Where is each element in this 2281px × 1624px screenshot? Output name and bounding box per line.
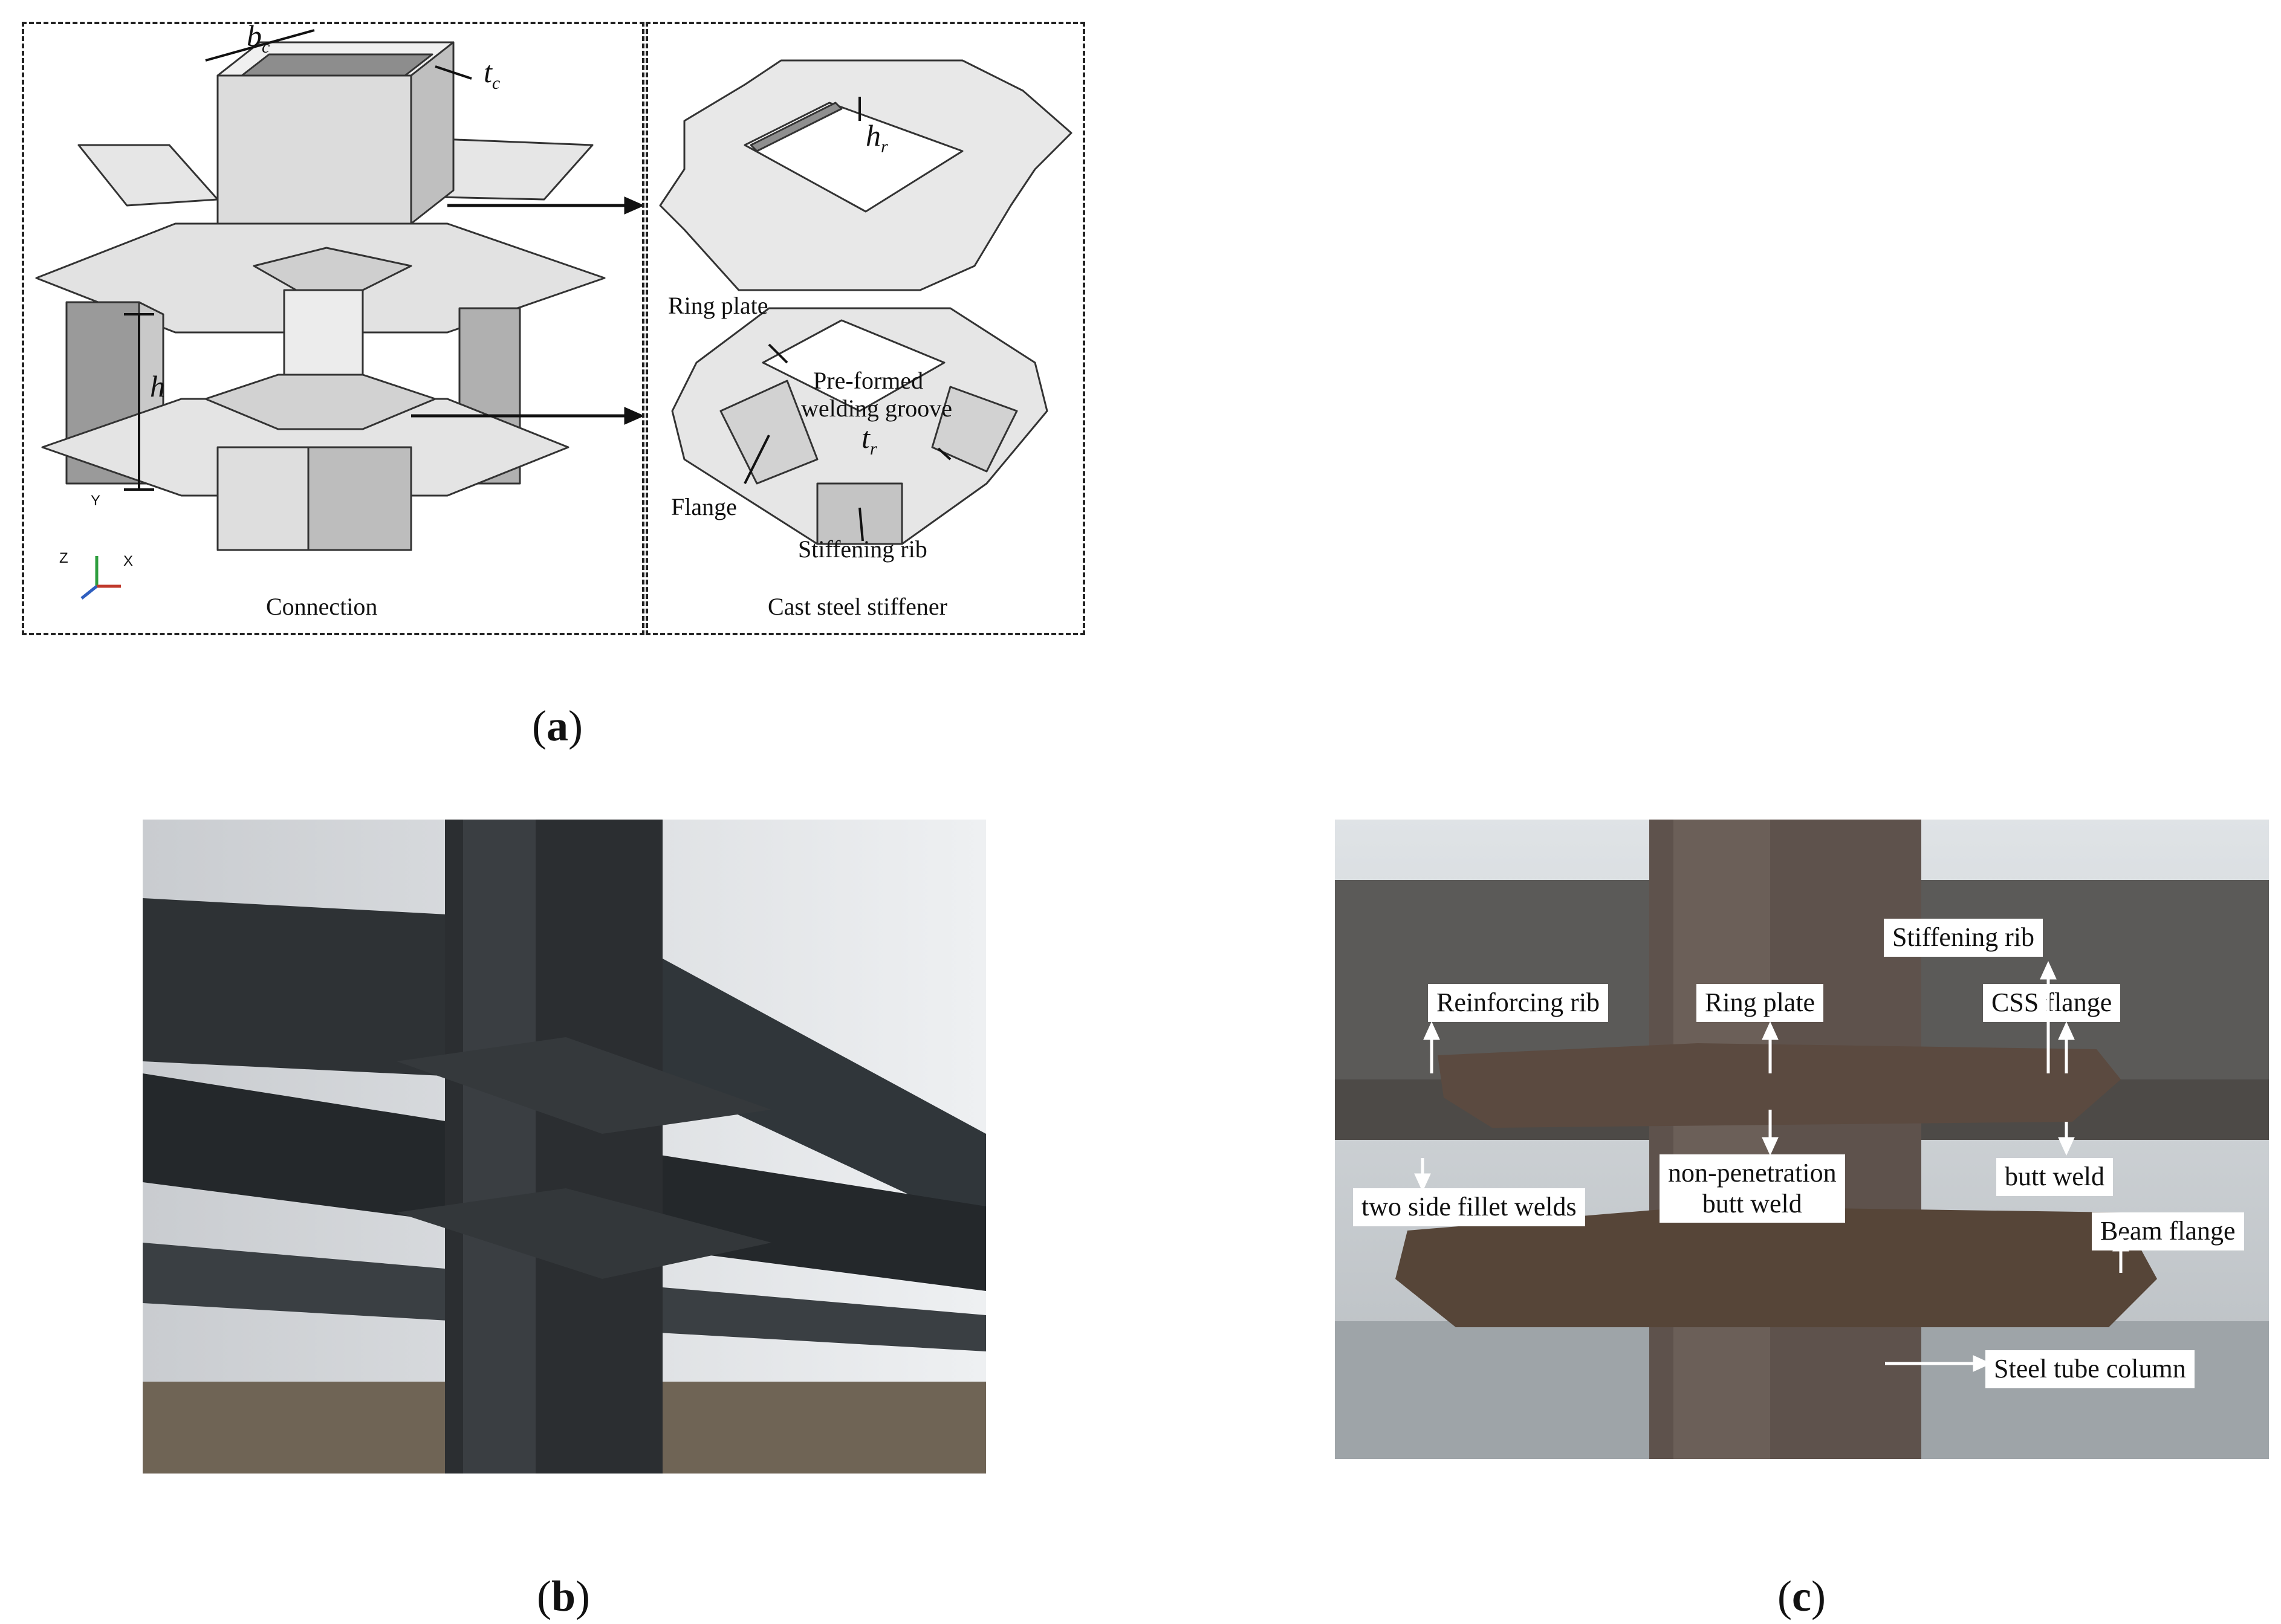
sublabel-b: (b): [537, 1572, 591, 1620]
dim-tr-label: tr: [861, 421, 877, 459]
dim-tc-label: tc: [484, 55, 501, 93]
label-beam-flange: Beam flange: [2092, 1212, 2244, 1250]
flange-label: Flange: [671, 493, 737, 520]
stiffening-rib-label: Stiffening rib: [798, 535, 927, 563]
photo-b-joint: [143, 820, 986, 1474]
label-two-side-fillet-welds: two side fillet welds: [1353, 1188, 1585, 1226]
sublabel-a: (a): [532, 702, 583, 750]
cast-steel-stiffener-model: [659, 59, 1072, 545]
stiffener-caption: Cast steel stiffener: [768, 593, 947, 620]
dim-hr-label: hr: [866, 118, 888, 157]
axis-x-label: X: [123, 553, 134, 569]
axis-y-label: Y: [91, 493, 101, 509]
dim-h-label: h: [150, 369, 165, 403]
label-ring-plate: Ring plate: [1696, 984, 1824, 1022]
dim-bc-label: bc: [247, 19, 270, 57]
connection-3d-model: [35, 29, 642, 600]
ring-plate-label: Ring plate: [668, 292, 768, 319]
welding-groove-label-1: Pre-formed: [813, 367, 924, 394]
label-steel-tube-column: Steel tube column: [1985, 1350, 2195, 1388]
axis-z-label: Z: [59, 550, 68, 566]
sublabel-c: (c): [1777, 1572, 1826, 1620]
label-stiffening-rib: Stiffening rib: [1884, 919, 2043, 957]
panel-c-arrows: [1414, 960, 2129, 1372]
label-butt-weld: butt weld: [1996, 1158, 2113, 1196]
panel-a-connection-box: [22, 22, 644, 635]
label-reinforcing-rib: Reinforcing rib: [1428, 984, 1609, 1022]
welding-groove-label-2: welding groove: [801, 395, 952, 422]
connection-caption: Connection: [266, 593, 378, 620]
panel-a-stiffener-box: [646, 22, 1085, 635]
label-css-flange: CSS flange: [1983, 984, 2121, 1022]
